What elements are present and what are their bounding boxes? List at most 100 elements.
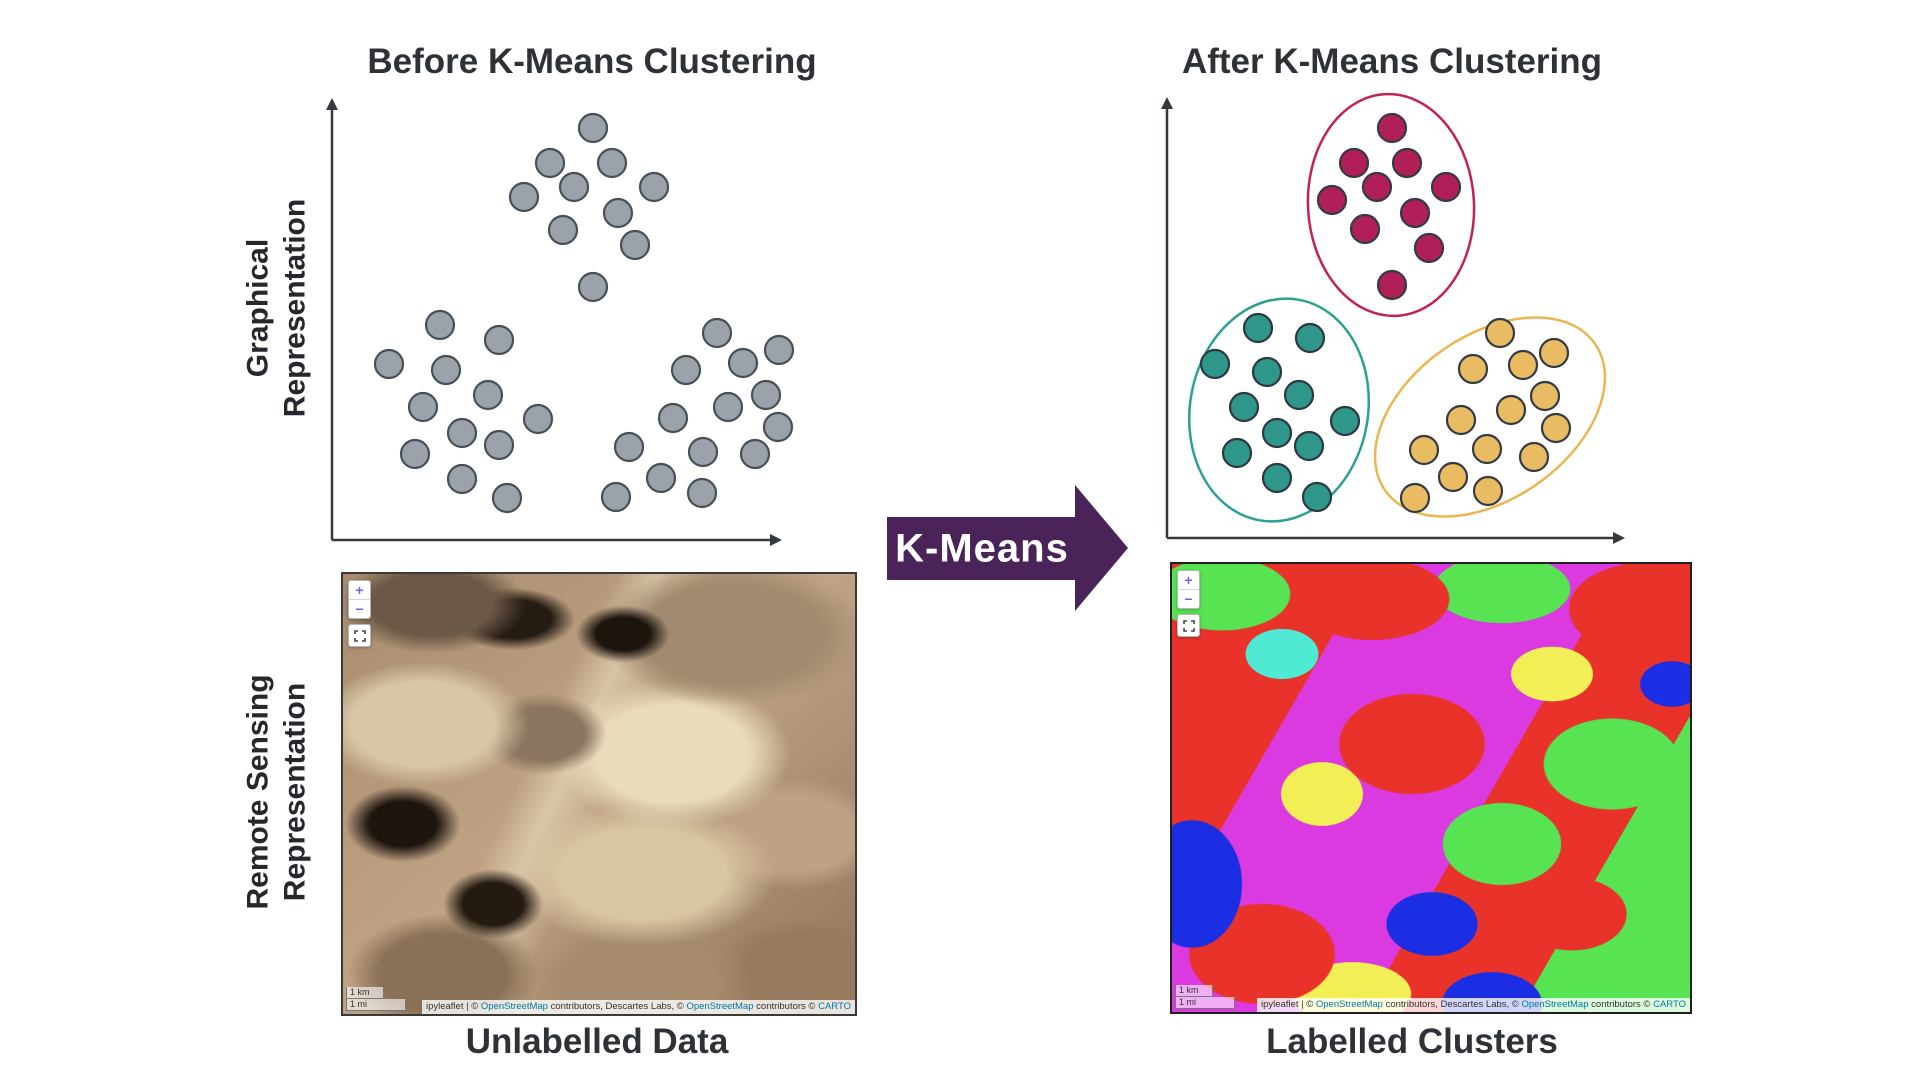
map-zoom-control: + −	[1177, 570, 1200, 609]
fullscreen-icon	[1182, 619, 1195, 632]
classified-imagery	[1172, 564, 1690, 1012]
scatter-dot-lower-right	[686, 477, 718, 509]
satellite-imagery	[343, 574, 855, 1014]
scatter-dot-lower-right	[739, 438, 771, 470]
attribution-text: contributors ©	[753, 1001, 819, 1012]
scatter-dot-gold	[1408, 434, 1440, 466]
attribution-link[interactable]: OpenStreetMap	[1315, 999, 1383, 1010]
scatter-dot-top	[638, 171, 670, 203]
scatter-dot-top	[508, 181, 540, 213]
scatter-dot-top	[596, 147, 628, 179]
cluster-ellipse-teal	[1187, 297, 1371, 523]
attribution-link[interactable]: CARTO	[818, 1001, 851, 1012]
map-scale-control: 1 km 1 mi	[1175, 985, 1235, 1009]
attribution-link[interactable]: OpenStreetMap	[1521, 999, 1589, 1010]
scatter-dot-lower-left	[446, 417, 478, 449]
fullscreen-icon	[353, 629, 366, 642]
scatter-dot-crimson	[1338, 147, 1370, 179]
satellite-map[interactable]: + − 1 km 1 mi ipyleaflet | © OpenStreetM…	[341, 572, 857, 1016]
scatter-dot-crimson	[1399, 197, 1431, 229]
fullscreen-button[interactable]	[348, 624, 371, 647]
scatter-dot-teal	[1221, 437, 1253, 469]
scatter-dot-lower-right	[645, 462, 677, 494]
zoom-in-button[interactable]: +	[349, 581, 370, 600]
scatter-dot-lower-right	[727, 347, 759, 379]
scatter-dot-lower-left	[483, 324, 515, 356]
after-title: After K-Means Clustering	[1181, 42, 1603, 81]
scatter-dot-top	[619, 229, 651, 261]
kmeans-arrow-label: K-Means	[895, 526, 1069, 571]
row-label-line: Representation	[278, 682, 311, 902]
scatter-dot-gold	[1471, 433, 1503, 465]
scatter-dot-lower-left	[407, 391, 439, 423]
scatter-dot-teal	[1293, 430, 1325, 462]
attribution-link[interactable]: OpenStreetMap	[480, 1001, 548, 1012]
scatter-dot-lower-right	[600, 481, 632, 513]
scatter-dot-crimson	[1316, 184, 1348, 216]
scatter-dot-lower-left	[430, 354, 462, 386]
scatter-dot-teal	[1199, 348, 1231, 380]
scatter-dot-lower-right	[763, 334, 795, 366]
row-label-line: Remote Sensing	[241, 674, 275, 910]
classified-map[interactable]: + − 1 km 1 mi ipyleaflet | © OpenStreetM…	[1170, 562, 1692, 1014]
scatter-dot-teal	[1242, 312, 1274, 344]
attribution-text: contributors, Descartes Labs, ©	[547, 1001, 687, 1012]
map-scale-control: 1 km 1 mi	[346, 987, 406, 1011]
scale-mi: 1 mi	[1175, 997, 1235, 1009]
y-axis-arrowhead	[1161, 97, 1173, 109]
x-axis-arrowhead	[1613, 532, 1625, 544]
scatter-dot-crimson	[1430, 171, 1462, 203]
zoom-out-button[interactable]: −	[355, 601, 364, 617]
scatter-dot-top	[534, 147, 566, 179]
scatter-dot-top	[558, 171, 590, 203]
scatter-dot-top	[577, 112, 609, 144]
scatter-dot-lower-left	[424, 309, 456, 341]
scatter-dot-crimson	[1349, 213, 1381, 245]
scatter-dot-teal	[1251, 356, 1283, 388]
attribution-link[interactable]: OpenStreetMap	[686, 1001, 754, 1012]
attribution-text: contributors ©	[1588, 999, 1654, 1010]
scatter-dot-gold	[1484, 317, 1516, 349]
scatter-dot-gold	[1445, 404, 1477, 436]
scatter-dot-top	[602, 197, 634, 229]
cluster-ellipse-crimson	[1306, 92, 1476, 318]
before-caption: Unlabelled Data	[465, 1022, 729, 1061]
map-zoom-control: + −	[348, 580, 371, 619]
after-scatter-plot	[1161, 92, 1625, 544]
scatter-dot-lower-left	[399, 438, 431, 470]
scatter-dot-gold	[1540, 412, 1572, 444]
scatter-dot-gold	[1529, 380, 1561, 412]
row-label-line: Graphical	[241, 238, 275, 378]
scatter-dot-teal	[1283, 379, 1315, 411]
scatter-dot-teal	[1228, 391, 1260, 423]
scatter-dot-crimson	[1376, 112, 1408, 144]
attribution-link[interactable]: CARTO	[1653, 999, 1686, 1010]
map-attribution: ipyleaflet | © OpenStreetMap contributor…	[1256, 998, 1690, 1012]
y-axis-arrowhead	[326, 98, 338, 110]
scatter-dot-lower-left	[491, 482, 523, 514]
zoom-out-button[interactable]: −	[1184, 591, 1193, 607]
scatter-dot-lower-right	[687, 436, 719, 468]
scatter-dot-gold	[1538, 337, 1570, 369]
map-attribution: ipyleaflet | © OpenStreetMap contributor…	[421, 1000, 855, 1014]
scatter-dot-lower-right	[701, 317, 733, 349]
scatter-dot-gold	[1495, 394, 1527, 426]
attribution-text: contributors, Descartes Labs, ©	[1382, 999, 1522, 1010]
scatter-dot-teal	[1261, 417, 1293, 449]
scatter-dot-lower-left	[483, 429, 515, 461]
scatter-dot-crimson	[1413, 232, 1445, 264]
attribution-text: ipyleaflet | ©	[1260, 999, 1316, 1010]
attribution-text: ipyleaflet | ©	[425, 1001, 481, 1012]
scale-mi: 1 mi	[346, 999, 406, 1011]
scatter-dot-gold	[1518, 441, 1550, 473]
scatter-dot-gold	[1472, 475, 1504, 507]
scatter-dot-top	[577, 271, 609, 303]
scale-km: 1 km	[346, 987, 384, 999]
before-title: Before K-Means Clustering	[367, 42, 817, 81]
scatter-dot-lower-right	[750, 379, 782, 411]
scatter-dot-gold	[1437, 461, 1469, 493]
kmeans-arrow	[887, 485, 1128, 611]
scatter-dot-lower-left	[522, 403, 554, 435]
fullscreen-button[interactable]	[1177, 614, 1200, 637]
zoom-in-button[interactable]: +	[1178, 571, 1199, 590]
